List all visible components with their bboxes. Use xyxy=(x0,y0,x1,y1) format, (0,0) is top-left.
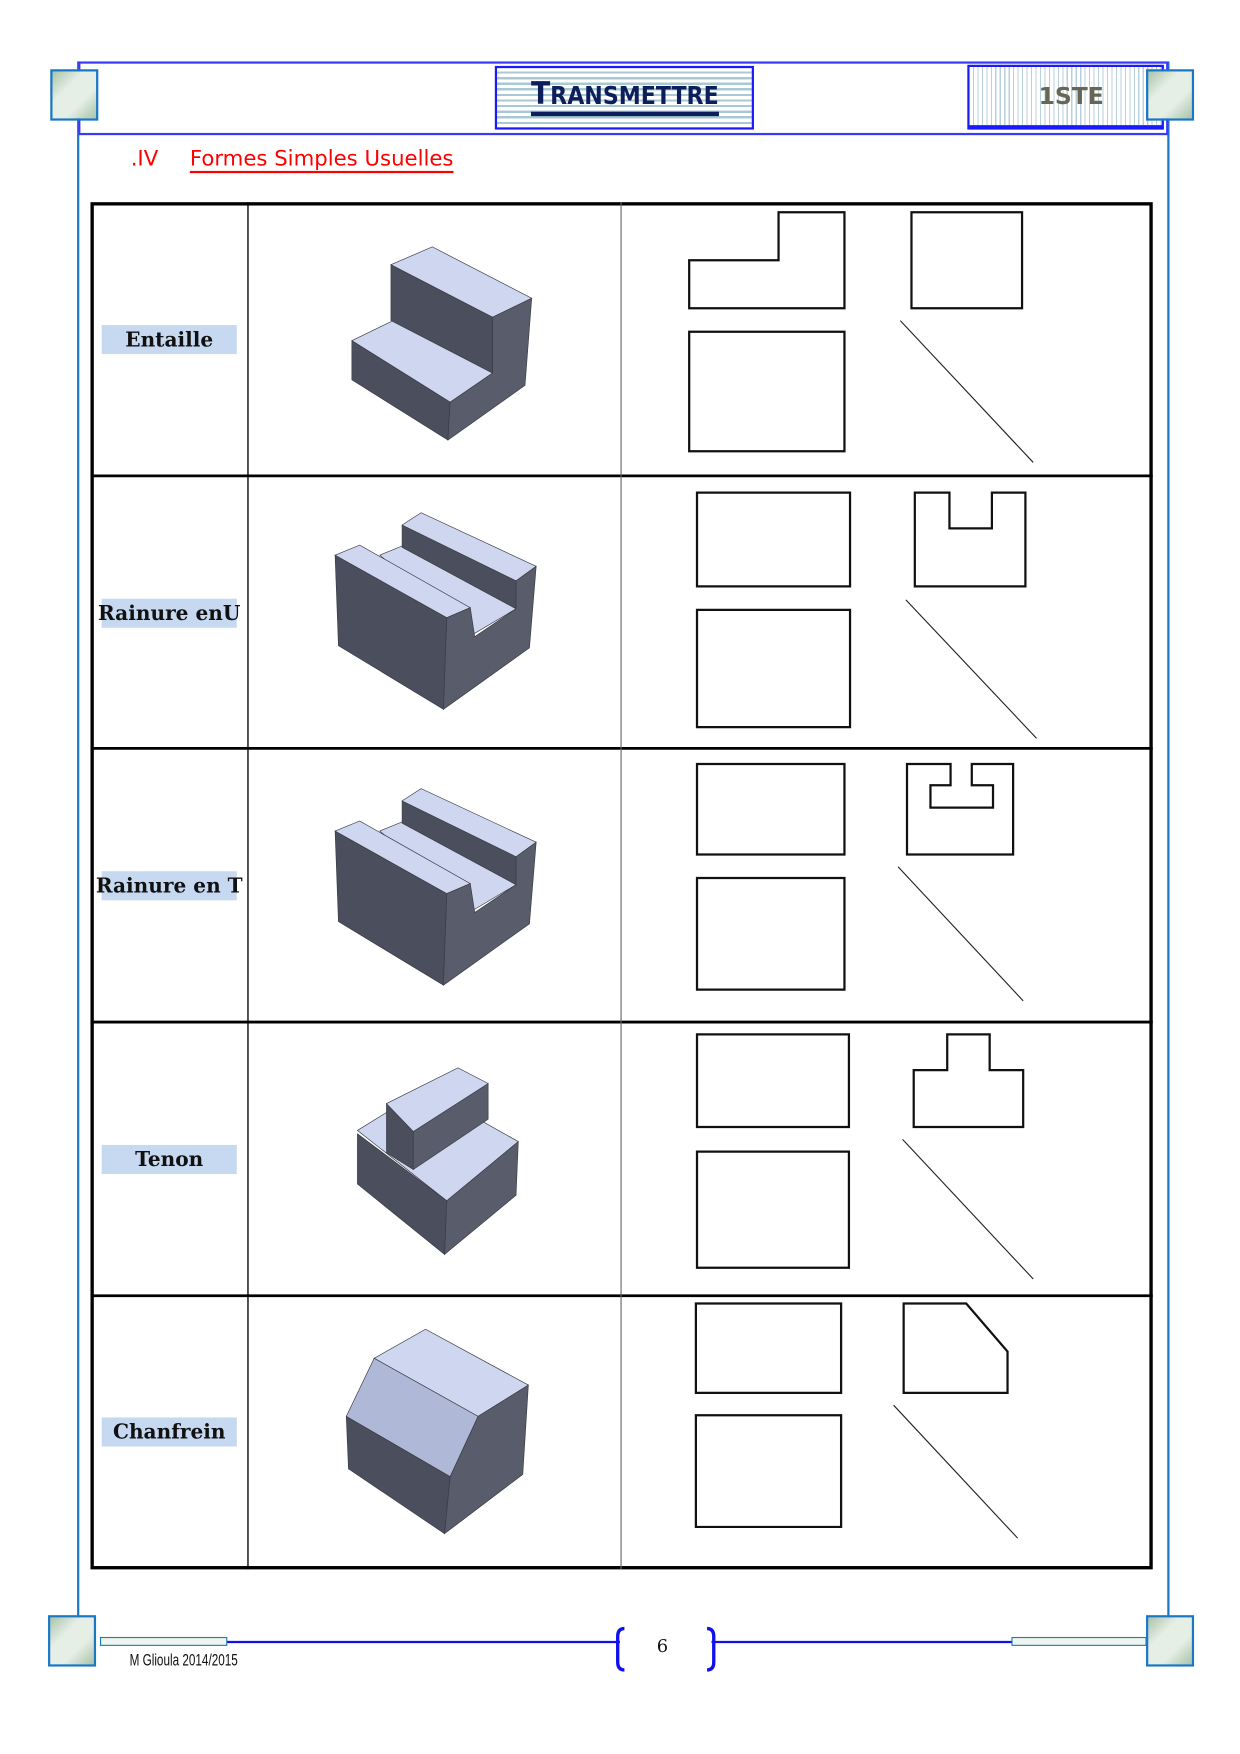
row-label-tenon: Tenon xyxy=(101,1144,237,1174)
view-chanfrein-diagonal xyxy=(893,1404,1018,1539)
view-rainure-t-side xyxy=(905,762,1015,856)
corner-ornament-top-left xyxy=(50,69,99,121)
chapter-title-box: TRANSMETTRE xyxy=(494,65,754,130)
frame-left-line xyxy=(77,61,80,1642)
view-rainure-t-top xyxy=(695,876,846,991)
view-rainure-u-top xyxy=(695,608,852,729)
iso-tenon-tenon-top xyxy=(385,1067,489,1132)
page-number: 6 xyxy=(656,1635,669,1657)
footer-author: M Glioula 2014/2015 xyxy=(129,1650,238,1670)
view-entaille-side xyxy=(910,211,1024,310)
iso-tenon-right-face xyxy=(444,1140,519,1256)
iso-entaille-right-face xyxy=(447,297,533,441)
footer-bar-right xyxy=(1011,1636,1147,1646)
page-bracket-left xyxy=(616,1626,625,1672)
row-label-rainure-u: Rainure enU xyxy=(98,598,240,628)
level-label: 1STE xyxy=(1038,82,1104,110)
section-title: Formes Simples Usuelles xyxy=(189,146,454,174)
view-tenon-diagonal xyxy=(902,1138,1034,1280)
corner-ornament-bottom-left xyxy=(48,1615,97,1667)
row-label-entaille: Entaille xyxy=(101,325,237,355)
iso-rainure-t-right-face xyxy=(443,841,537,986)
row-label-chanfrein: Chanfrein xyxy=(101,1417,237,1447)
corner-ornament-top-right xyxy=(1146,69,1195,121)
view-tenon-front xyxy=(695,1033,851,1129)
iso-rainure-u-right-face xyxy=(443,565,537,710)
view-rainure-u-side xyxy=(913,491,1027,588)
view-rainure-t-front xyxy=(695,762,846,856)
corner-ornament-bottom-right xyxy=(1146,1615,1195,1667)
frame-right-line xyxy=(1167,61,1170,1642)
view-chanfrein-top xyxy=(694,1414,843,1529)
view-entaille-top xyxy=(688,330,846,453)
page-bracket-right xyxy=(706,1626,716,1672)
view-entaille-diagonal xyxy=(899,320,1034,463)
view-rainure-u-front xyxy=(695,491,852,588)
view-entaille-front xyxy=(688,211,846,310)
view-tenon-top xyxy=(695,1150,851,1269)
chapter-title: TRANSMETTRE xyxy=(530,78,719,117)
footer-bar-left xyxy=(99,1636,228,1646)
view-chanfrein-side xyxy=(902,1302,1009,1395)
view-tenon-side xyxy=(912,1033,1025,1129)
level-box: 1STE xyxy=(967,64,1164,130)
view-rainure-u-diagonal xyxy=(905,599,1037,739)
row-label-rainure-t: Rainure en T xyxy=(96,871,243,901)
view-rainure-t-diagonal xyxy=(897,866,1024,1002)
iso-chanfrein-right-face xyxy=(444,1384,529,1535)
section-number: .IV xyxy=(130,146,159,171)
view-chanfrein-front xyxy=(694,1302,843,1395)
